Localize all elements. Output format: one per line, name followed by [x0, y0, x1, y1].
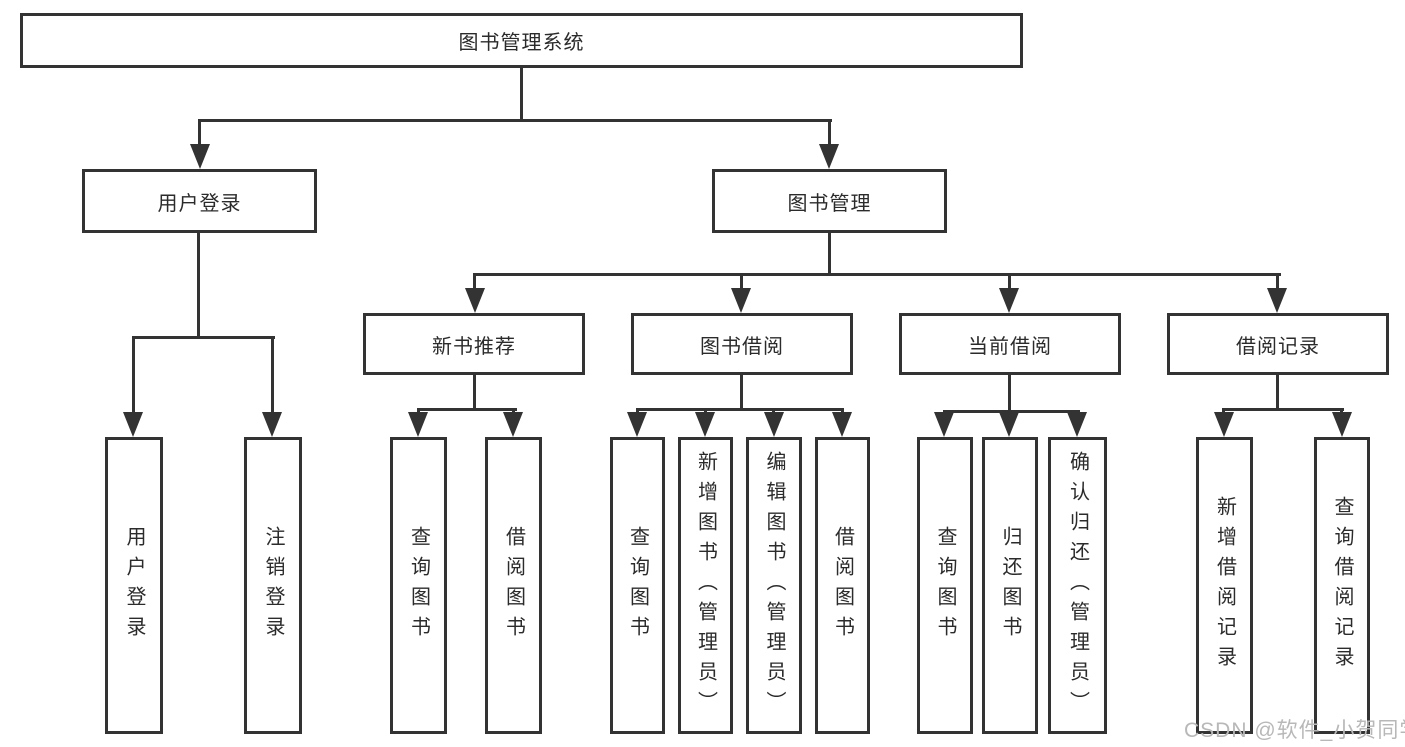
node-label: 查询图书 [934, 525, 956, 646]
node-label: 新书推荐 [432, 335, 516, 358]
leaf-logout: 注销登录 [244, 437, 302, 734]
arrow-down-icon [1332, 412, 1352, 437]
arrow-down-icon [819, 144, 839, 169]
arrow-down-icon [627, 412, 647, 437]
arrow-down-icon [408, 412, 428, 437]
edge-stem [198, 119, 201, 147]
edge-bookmgmt-trunk [828, 233, 831, 274]
leaf-edit-book-admin: 编辑图书（管理员） [746, 437, 802, 734]
leaf-borrow-books: 借阅图书 [815, 437, 870, 734]
arrow-down-icon [934, 412, 954, 437]
node-label: 查询图书 [407, 525, 430, 646]
node-label: 查询借阅记录 [1331, 495, 1353, 676]
node-label: 归还图书 [999, 525, 1021, 646]
node-label: 用户登录 [123, 525, 145, 646]
arrow-down-icon [465, 288, 485, 313]
node-label: 新增图书（管理员） [694, 450, 717, 721]
edge-stem [1276, 273, 1279, 291]
node-user-login: 用户登录 [82, 169, 317, 233]
edge-newbook-rail [417, 408, 517, 411]
arrow-down-icon [1267, 288, 1287, 313]
edge-records-rail [1222, 408, 1344, 411]
node-book-management: 图书管理 [712, 169, 947, 233]
arrow-down-icon [731, 288, 751, 313]
leaf-return-book: 归还图书 [982, 437, 1038, 734]
node-label: 借阅图书 [502, 525, 525, 646]
node-label: 新增借阅记录 [1213, 495, 1236, 676]
arrow-down-icon [999, 288, 1019, 313]
edge-bookmgmt-rail [473, 273, 1281, 276]
node-label: 编辑图书（管理员） [763, 450, 785, 721]
node-current-borrowing: 当前借阅 [899, 313, 1121, 375]
node-label: 图书借阅 [700, 335, 784, 358]
leaf-query-books-borrow: 查询图书 [610, 437, 665, 734]
arrow-down-icon [999, 412, 1019, 437]
leaf-query-books-recommend: 查询图书 [390, 437, 447, 734]
arrow-down-icon [695, 412, 715, 437]
csdn-watermark: CSDN @软件_小贺同学 [1184, 719, 1405, 742]
node-label: 确认归还（管理员） [1066, 450, 1089, 721]
leaf-query-borrow-record: 查询借阅记录 [1314, 437, 1370, 734]
edge-borrow-rail [636, 408, 844, 411]
edge-userlogin-rail [132, 336, 275, 339]
node-label: 注销登录 [262, 525, 284, 646]
edge-root-trunk [520, 68, 523, 120]
leaf-add-book-admin: 新增图书（管理员） [678, 437, 733, 734]
node-label: 图书管理系统 [458, 32, 585, 54]
arrow-down-icon [190, 144, 210, 169]
arrow-down-icon [262, 412, 282, 437]
node-label: 借阅图书 [831, 525, 854, 646]
arrow-down-icon [832, 412, 852, 437]
edge-borrow-trunk [740, 375, 743, 409]
edge-userlogin-trunk [197, 233, 200, 337]
arrow-down-icon [764, 412, 784, 437]
arrow-down-icon [503, 412, 523, 437]
edge-stem [1008, 273, 1011, 291]
leaf-borrow-books-recommend: 借阅图书 [485, 437, 542, 734]
edge-current-rail [943, 410, 1080, 413]
node-book-borrowing: 图书借阅 [631, 313, 853, 375]
node-borrowing-records: 借阅记录 [1167, 313, 1389, 375]
node-label: 查询图书 [626, 525, 649, 646]
node-label: 图书管理 [787, 192, 872, 215]
arrow-down-icon [1067, 412, 1087, 437]
node-label: 借阅记录 [1236, 335, 1320, 358]
edge-root-rail [198, 119, 832, 122]
leaf-query-books-current: 查询图书 [917, 437, 973, 734]
edge-stem [271, 336, 274, 416]
edge-records-trunk [1276, 375, 1279, 409]
node-label: 当前借阅 [968, 335, 1052, 358]
arrow-down-icon [1214, 412, 1234, 437]
edge-stem [473, 273, 476, 291]
leaf-user-login: 用户登录 [105, 437, 163, 734]
edge-stem [132, 336, 135, 416]
node-new-book-recommend: 新书推荐 [363, 313, 585, 375]
edge-stem [828, 119, 831, 147]
node-label: 用户登录 [157, 192, 242, 215]
node-library-system: 图书管理系统 [20, 13, 1023, 68]
edge-current-trunk [1008, 375, 1011, 411]
arrow-down-icon [123, 412, 143, 437]
leaf-confirm-return-admin: 确认归还（管理员） [1048, 437, 1107, 734]
edge-stem [740, 273, 743, 291]
leaf-add-borrow-record: 新增借阅记录 [1196, 437, 1253, 734]
edge-newbook-trunk [473, 375, 476, 409]
